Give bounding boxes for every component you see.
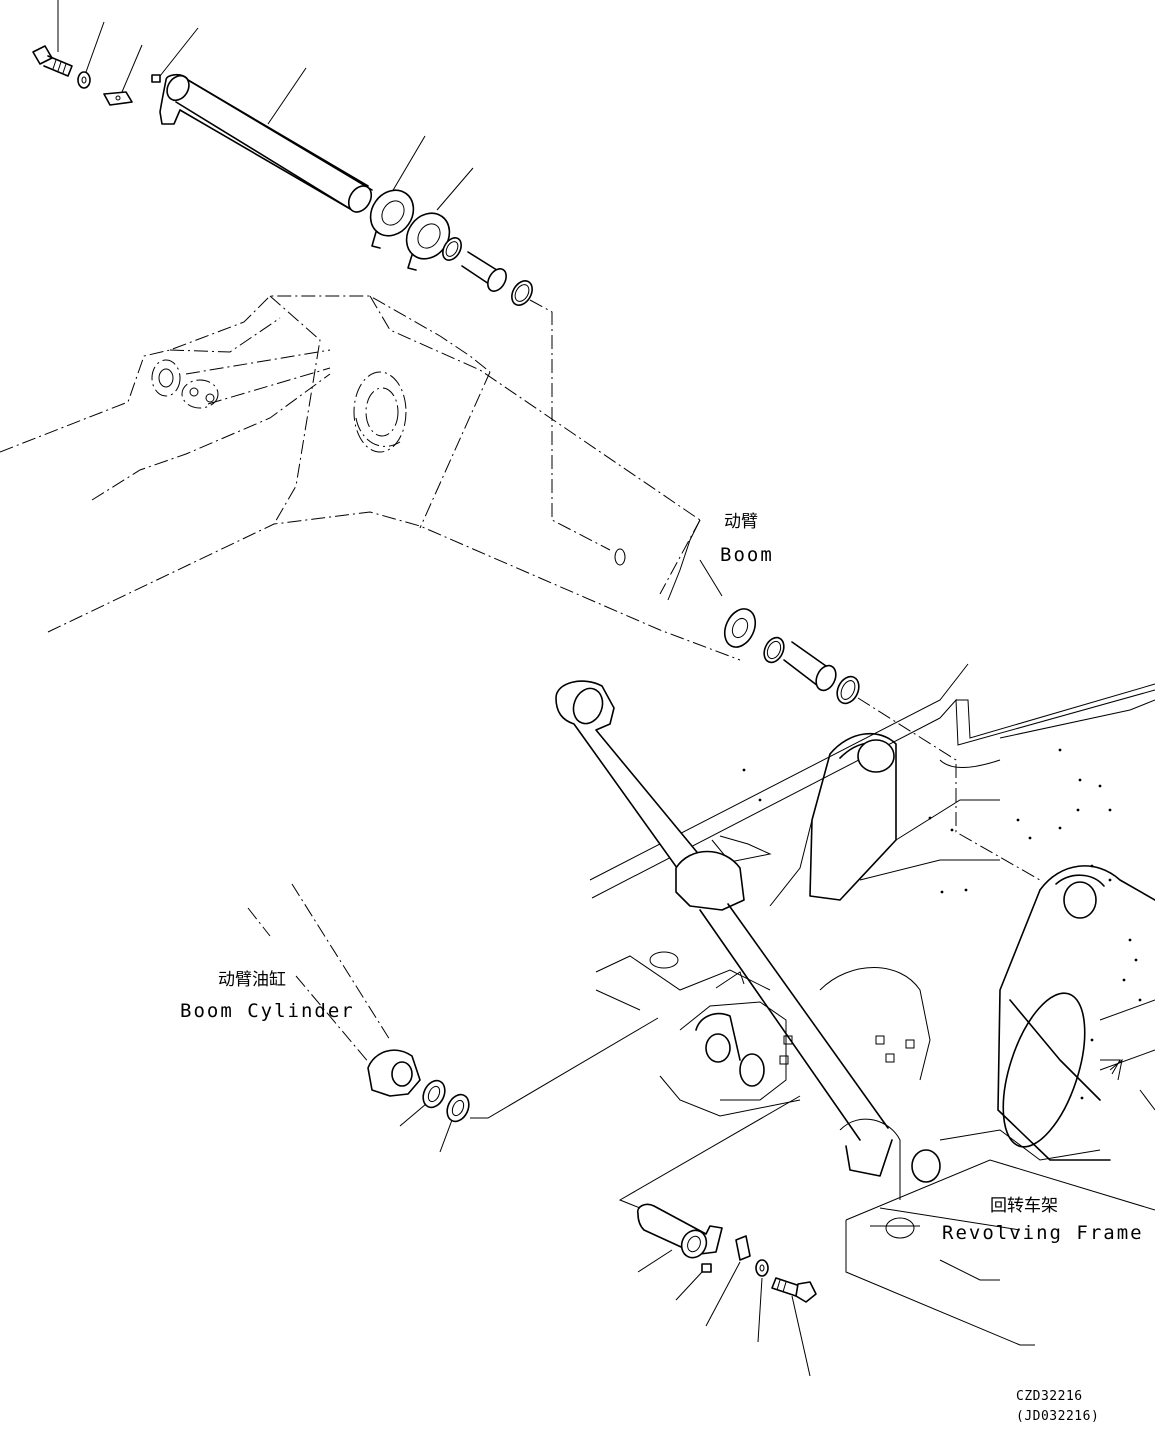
bolt-bottom [771,1277,817,1303]
boom-foot-pin [159,73,373,213]
revolving-frame [589,663,1155,1346]
revolving-frame-label-en: Revolving Frame [942,1222,1144,1244]
bottom-pin-assembly [618,1095,817,1377]
boom-outline [0,295,741,661]
drawing-code: CZD32216 [1016,1389,1083,1404]
thrust-washers [369,189,451,271]
lock-plate-top [103,91,133,106]
top-pin-assembly [32,0,626,566]
grease-fitting-top [151,74,161,83]
boom-cylinder-label-en: Boom Cylinder [180,1000,355,1022]
boom-label-cn: 动臂 [724,512,758,532]
drawing-code-alt: (JD032216) [1016,1409,1100,1424]
cylinder-washers [399,1017,659,1153]
boom-side-bushings [723,608,1041,881]
frame-rivets [742,748,1142,1100]
boom-cylinder [247,680,893,1177]
boom-cylinder-label-cn: 动臂油缸 [218,970,286,990]
washer-top [77,71,91,89]
boom-label-en: Boom [720,544,774,566]
bolt-top [32,45,73,77]
revolving-frame-label-cn: 回转车架 [990,1196,1058,1216]
bushings-top [442,237,533,306]
